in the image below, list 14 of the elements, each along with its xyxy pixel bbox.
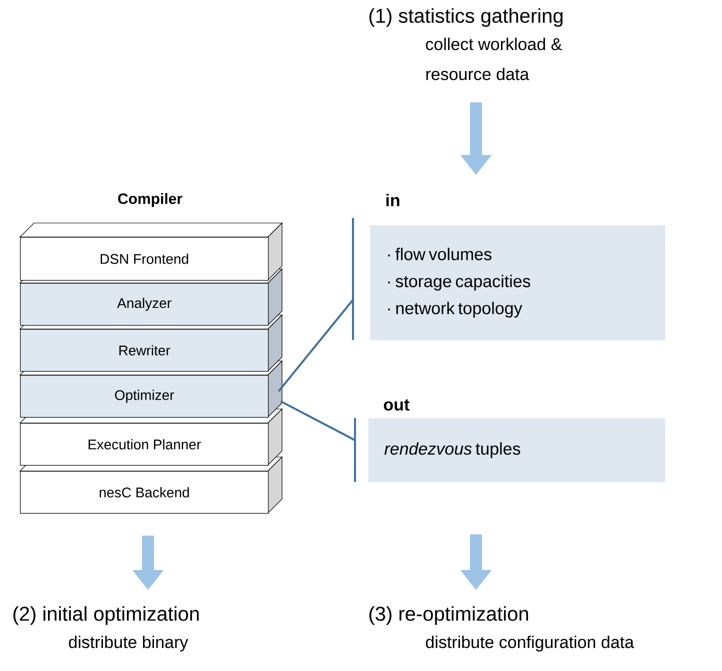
list-item: rendezvous tuples (384, 442, 520, 458)
leader-line (280, 400, 356, 442)
step-text: (3) re-optimization distribute configuration data (369, 606, 634, 652)
info-box: out rendezvous tuples (368, 399, 666, 482)
step-text: (1) statistics gathering collect workload & resource data (369, 8, 563, 80)
node-label: in (386, 194, 400, 206)
list-item: · flow volumes (388, 248, 492, 260)
node-label: out (384, 399, 410, 411)
list-item: · storage capacities (388, 274, 530, 291)
leader-line (278, 299, 354, 392)
step-text: (2) initial optimization distribute binary (13, 606, 199, 652)
info-box: in · flow volumes · storage capacities · network topology (370, 194, 666, 340)
list-item: · network topology (388, 302, 522, 318)
stack-heading: Compiler (118, 193, 182, 207)
